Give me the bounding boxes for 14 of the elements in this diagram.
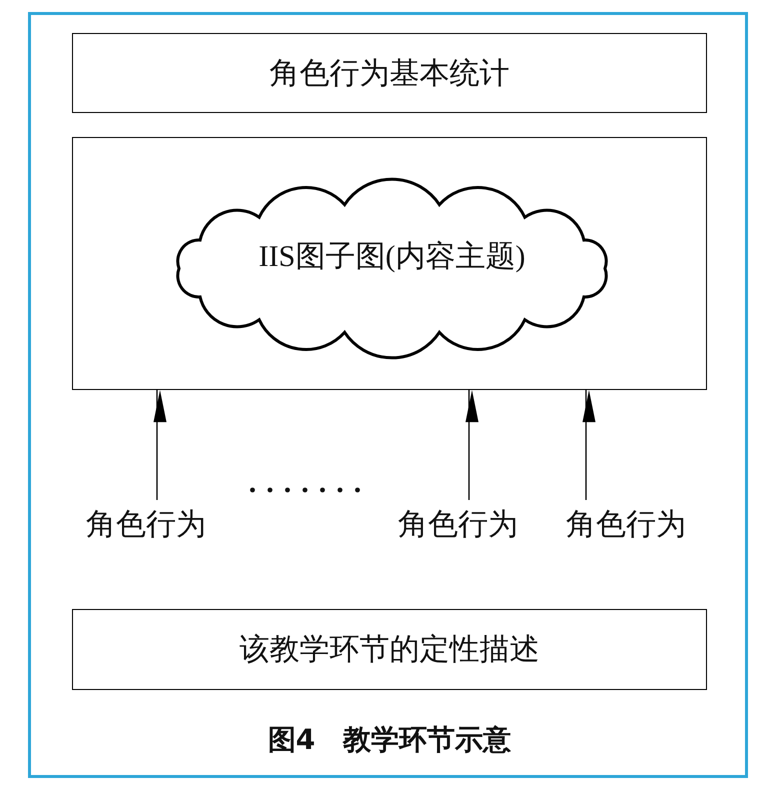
- behavior-label: 角色行为: [566, 506, 686, 542]
- box-text: IIS图子图(内容主题): [258, 239, 526, 275]
- box-text: 角色行为基本统计: [270, 56, 510, 92]
- arrow: [466, 390, 478, 500]
- arrow: [154, 390, 166, 500]
- outline-box: [72, 137, 707, 390]
- process-box: [72, 609, 707, 690]
- process-box: [72, 33, 707, 113]
- caption: 图4 教学环节示意: [268, 722, 512, 758]
- behavior-label: 角色行为: [86, 506, 206, 542]
- arrow: [582, 390, 596, 500]
- box-text: 该教学环节的定性描述: [240, 632, 540, 668]
- behavior-label: 角色行为: [398, 506, 518, 542]
- ellipsis-dots: .......: [248, 466, 372, 500]
